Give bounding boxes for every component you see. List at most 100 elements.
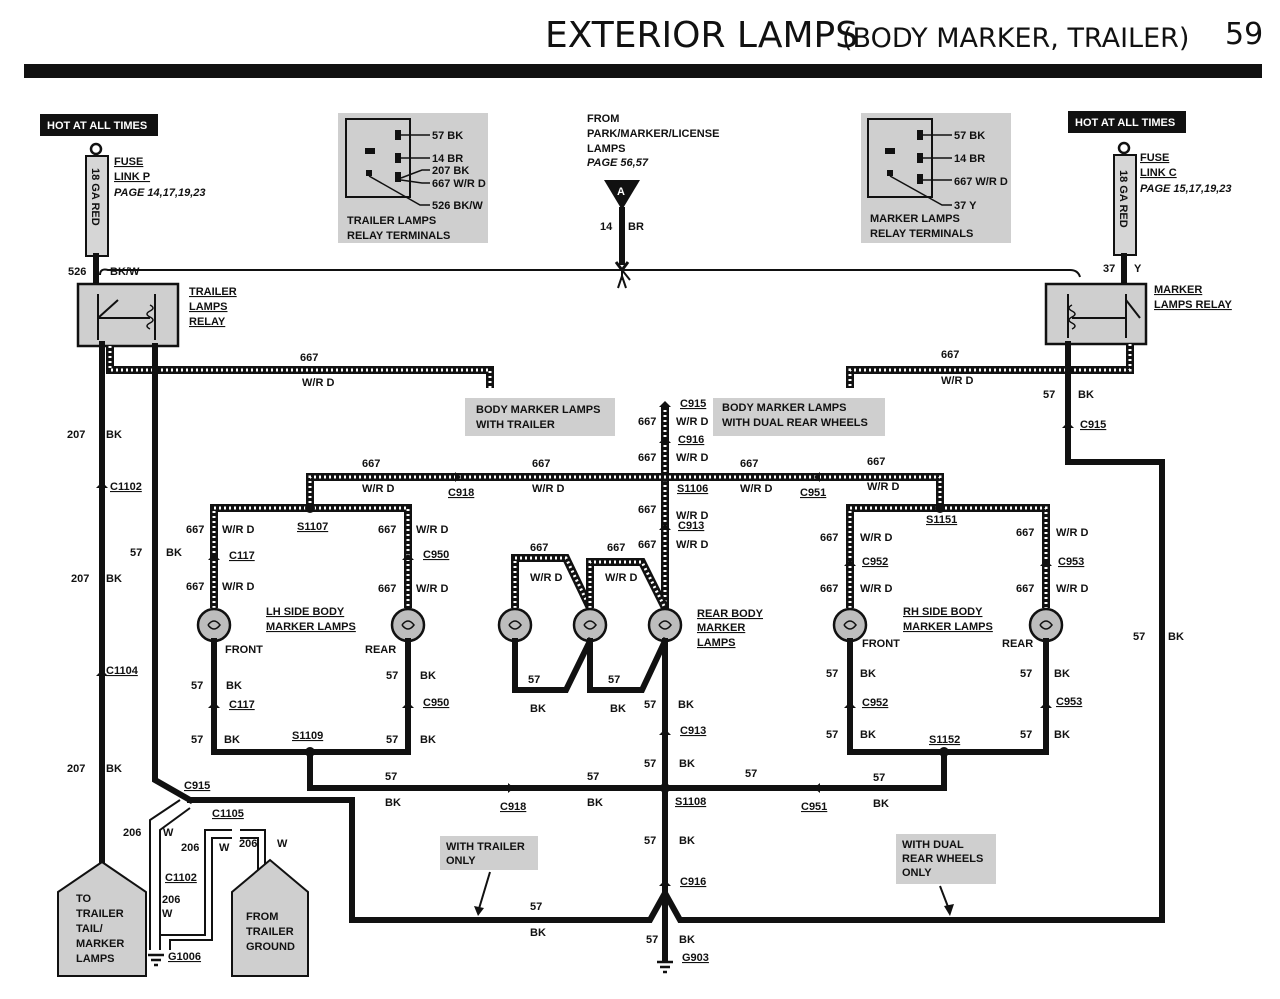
hot-label-right-bg	[1068, 111, 1186, 133]
lh-lamps-label-1: LH SIDE BODY	[266, 606, 345, 618]
svg-text:207: 207	[71, 573, 89, 585]
svg-text:C952: C952	[862, 697, 888, 709]
connector-a-triangle	[604, 180, 640, 210]
svg-text:GROUND: GROUND	[246, 941, 295, 953]
svg-text:C1102: C1102	[165, 872, 197, 884]
svg-text:BK: BK	[385, 797, 401, 809]
lh-lamps-label-2: MARKER LAMPS	[266, 621, 356, 633]
svg-text:W/R D: W/R D	[676, 452, 708, 464]
from-l2: PARK/MARKER/LICENSE	[587, 128, 719, 140]
svg-text:BK: BK	[860, 729, 876, 741]
svg-text:BK: BK	[530, 703, 546, 715]
svg-text:667: 667	[378, 583, 396, 595]
svg-text:57: 57	[191, 680, 203, 692]
note-body-trailer-2: WITH TRAILER	[476, 419, 555, 431]
svg-text:BK: BK	[610, 703, 626, 715]
svg-text:FROM: FROM	[246, 911, 278, 923]
svg-text:REAR: REAR	[365, 644, 396, 656]
fuse-link-left-terminal	[89, 142, 103, 156]
svg-text:W/R D: W/R D	[740, 483, 772, 495]
svg-text:BK: BK	[166, 547, 182, 559]
svg-text:57: 57	[873, 772, 885, 784]
svg-text:BK: BK	[679, 835, 695, 847]
rh-lamps-label-2: MARKER LAMPS	[903, 621, 993, 633]
marker-lamps-relay	[1044, 282, 1148, 346]
rear-lamps-label-1: REAR BODY	[697, 608, 764, 620]
svg-text:BK: BK	[106, 763, 122, 775]
inset-trailer-caption-2: RELAY TERMINALS	[347, 230, 450, 242]
lamp-rear-1	[497, 607, 533, 643]
lamp-lh-rear	[390, 607, 426, 643]
svg-text:WITH DUAL: WITH DUAL	[902, 839, 964, 851]
fuse-right-wire-label: 18 GA RED	[1117, 170, 1129, 228]
note-body-trailer-1: BODY MARKER LAMPS	[476, 404, 600, 416]
note-body-trailer-bg	[465, 398, 615, 436]
svg-text:667: 667	[1016, 527, 1034, 539]
svg-text:W/R D: W/R D	[867, 481, 899, 493]
svg-text:S1107: S1107	[297, 521, 328, 533]
lamp-rh-front	[832, 607, 868, 643]
svg-text:W: W	[162, 908, 173, 920]
svg-text:BK: BK	[1054, 668, 1070, 680]
inset-marker-caption-2: RELAY TERMINALS	[870, 228, 973, 240]
svg-text:W/R D: W/R D	[605, 572, 637, 584]
svg-text:W/R D: W/R D	[530, 572, 562, 584]
svg-text:C1102: C1102	[110, 481, 142, 493]
svg-text:57: 57	[386, 734, 398, 746]
marker-relay-l1: MARKER	[1154, 284, 1202, 296]
svg-text:C951: C951	[801, 801, 827, 813]
svg-text:57: 57	[826, 729, 838, 741]
svg-text:C916: C916	[678, 434, 704, 446]
svg-text:C1105: C1105	[212, 808, 244, 820]
svg-text:W/R D: W/R D	[676, 416, 708, 428]
note-with-dual-bg	[896, 834, 996, 884]
hot-label-right: HOT AT ALL TIMES	[1075, 117, 1175, 129]
svg-text:ONLY: ONLY	[902, 867, 932, 879]
svg-text:57: 57	[1043, 389, 1055, 401]
svg-text:C913: C913	[678, 520, 704, 532]
connector-markers	[96, 401, 1074, 886]
svg-text:C952: C952	[862, 556, 888, 568]
wire-667-rear-feeds	[511, 554, 669, 610]
inset-trailer-t2: 14 BR	[432, 153, 463, 165]
svg-text:667: 667	[638, 504, 656, 516]
svg-text:667: 667	[820, 583, 838, 595]
svg-text:667: 667	[300, 352, 318, 364]
svg-text:C915: C915	[680, 398, 706, 410]
svg-text:57: 57	[644, 835, 656, 847]
inset-trailer-t5: 526 BK/W	[432, 200, 483, 212]
svg-text:TRAILER: TRAILER	[76, 908, 124, 920]
svg-text:W/R D: W/R D	[222, 581, 254, 593]
svg-text:57: 57	[530, 901, 542, 913]
inset-trailer-t3: 207 BK	[432, 165, 469, 177]
svg-text:WITH TRAILER: WITH TRAILER	[446, 841, 525, 853]
svg-text:667: 667	[638, 416, 656, 428]
svg-text:57: 57	[130, 547, 142, 559]
fuse-left-wire-label: 18 GA RED	[89, 168, 101, 226]
fuse-left-l1: FUSE	[114, 156, 143, 168]
svg-text:W/R D: W/R D	[1056, 527, 1088, 539]
wire-667-marker-feed	[846, 344, 1134, 388]
hot-label-left: HOT AT ALL TIMES	[47, 120, 147, 132]
svg-text:G903: G903	[682, 952, 709, 964]
inset-marker-t1: 57 BK	[954, 130, 985, 142]
from-l1: FROM	[587, 113, 619, 125]
svg-text:C951: C951	[800, 487, 826, 499]
note-with-trailer-bg	[440, 836, 538, 870]
marker-relay-wire-num: 37	[1103, 263, 1115, 275]
ground-g903	[657, 960, 673, 974]
svg-text:667: 667	[638, 539, 656, 551]
svg-text:667: 667	[607, 542, 625, 554]
svg-text:W: W	[277, 838, 288, 850]
lamp-lh-front	[196, 607, 232, 643]
svg-text:57: 57	[1020, 729, 1032, 741]
svg-text:W/R D: W/R D	[1056, 583, 1088, 595]
ground-g1006	[148, 953, 164, 967]
wire-667-trailer-feed	[106, 346, 494, 388]
svg-text:S1106: S1106	[677, 483, 708, 495]
svg-text:57: 57	[528, 674, 540, 686]
svg-text:BK: BK	[1054, 729, 1070, 741]
svg-text:57: 57	[587, 771, 599, 783]
svg-text:C950: C950	[423, 697, 449, 709]
page-subtitle: (BODY MARKER, TRAILER)	[842, 23, 1189, 54]
